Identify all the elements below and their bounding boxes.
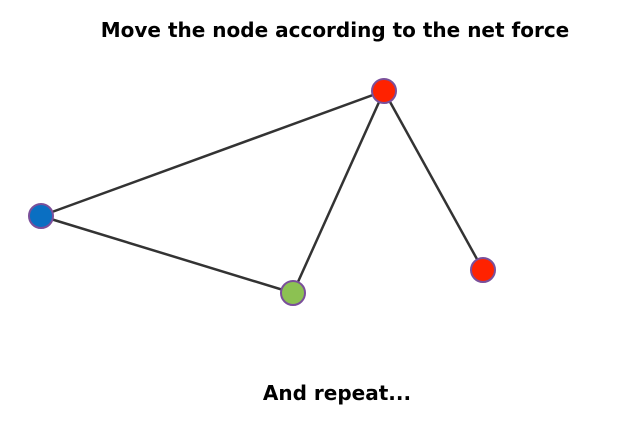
edges <box>40 89 485 295</box>
edge-top-right <box>382 90 485 271</box>
node-bottom-green <box>280 280 306 306</box>
node-right-red <box>470 257 496 283</box>
edge-top-left <box>40 89 385 218</box>
nodes <box>28 78 496 306</box>
footer-caption: And repeat... <box>262 381 412 405</box>
node-top-red <box>371 78 397 104</box>
edge-bottom-top <box>291 90 386 294</box>
edge-left-bottom <box>40 214 294 295</box>
node-left-blue <box>28 203 54 229</box>
diagram-title: Move the node according to the net force <box>100 18 570 42</box>
